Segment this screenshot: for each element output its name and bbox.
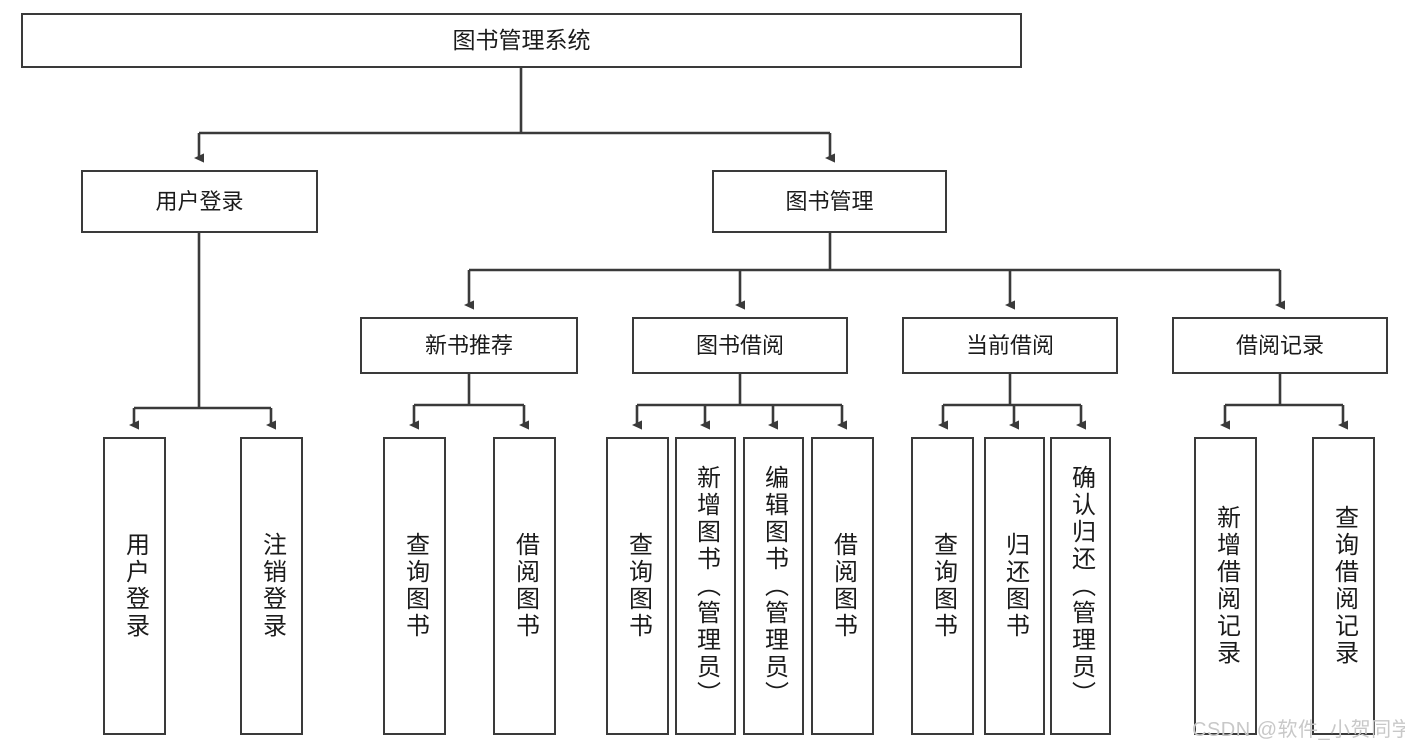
leaf-current-query-book[interactable]: 查询图书 (911, 437, 974, 735)
leaf-borrow-edit-book-label: 编辑图书（管理员） (760, 464, 788, 708)
node-root-label: 图书管理系统 (452, 27, 591, 54)
node-new-book-recommend[interactable]: 新书推荐 (360, 317, 578, 374)
node-new-book-recommend-label: 新书推荐 (424, 332, 513, 358)
leaf-recommend-borrow-book[interactable]: 借阅图书 (493, 437, 556, 735)
node-borrow-record[interactable]: 借阅记录 (1172, 317, 1388, 374)
leaf-current-confirm-return[interactable]: 确认归还（管理员） (1050, 437, 1111, 735)
node-user-login-label: 用户登录 (155, 188, 244, 214)
leaf-current-return-book-label: 归还图书 (1001, 532, 1029, 640)
leaf-current-query-book-label: 查询图书 (929, 532, 957, 640)
leaf-borrow-query-book-label: 查询图书 (624, 532, 652, 640)
leaf-user-login-signout[interactable]: 注销登录 (240, 437, 303, 735)
leaf-record-query-record[interactable]: 查询借阅记录 (1312, 437, 1375, 735)
leaf-borrow-edit-book[interactable]: 编辑图书（管理员） (743, 437, 804, 735)
leaf-user-login-signin[interactable]: 用户登录 (103, 437, 166, 735)
node-book-management[interactable]: 图书管理 (712, 170, 947, 233)
leaf-borrow-borrow-book[interactable]: 借阅图书 (811, 437, 874, 735)
leaf-user-login-signout-label: 注销登录 (258, 532, 286, 640)
leaf-current-confirm-return-label: 确认归还（管理员） (1067, 464, 1095, 708)
node-current-borrow[interactable]: 当前借阅 (902, 317, 1118, 374)
node-root[interactable]: 图书管理系统 (21, 13, 1022, 68)
node-book-borrow[interactable]: 图书借阅 (632, 317, 848, 374)
node-user-login[interactable]: 用户登录 (81, 170, 318, 233)
node-book-management-label: 图书管理 (785, 188, 874, 214)
node-book-borrow-label: 图书借阅 (695, 332, 784, 358)
leaf-borrow-add-book-label: 新增图书（管理员） (692, 464, 720, 708)
node-borrow-record-label: 借阅记录 (1235, 332, 1324, 358)
leaf-borrow-query-book[interactable]: 查询图书 (606, 437, 669, 735)
leaf-recommend-query-book-label: 查询图书 (401, 532, 429, 640)
leaf-current-return-book[interactable]: 归还图书 (984, 437, 1045, 735)
watermark: CSDN @软件_小贺同学 (1192, 719, 1405, 741)
leaf-borrow-borrow-book-label: 借阅图书 (829, 532, 857, 640)
leaf-record-add-record[interactable]: 新增借阅记录 (1194, 437, 1257, 735)
leaf-borrow-add-book[interactable]: 新增图书（管理员） (675, 437, 736, 735)
leaf-record-add-record-label: 新增借阅记录 (1212, 505, 1240, 667)
node-current-borrow-label: 当前借阅 (965, 332, 1054, 358)
leaf-record-query-record-label: 查询借阅记录 (1330, 505, 1358, 667)
leaf-recommend-borrow-book-label: 借阅图书 (511, 532, 539, 640)
leaf-recommend-query-book[interactable]: 查询图书 (383, 437, 446, 735)
leaf-user-login-signin-label: 用户登录 (121, 532, 149, 640)
